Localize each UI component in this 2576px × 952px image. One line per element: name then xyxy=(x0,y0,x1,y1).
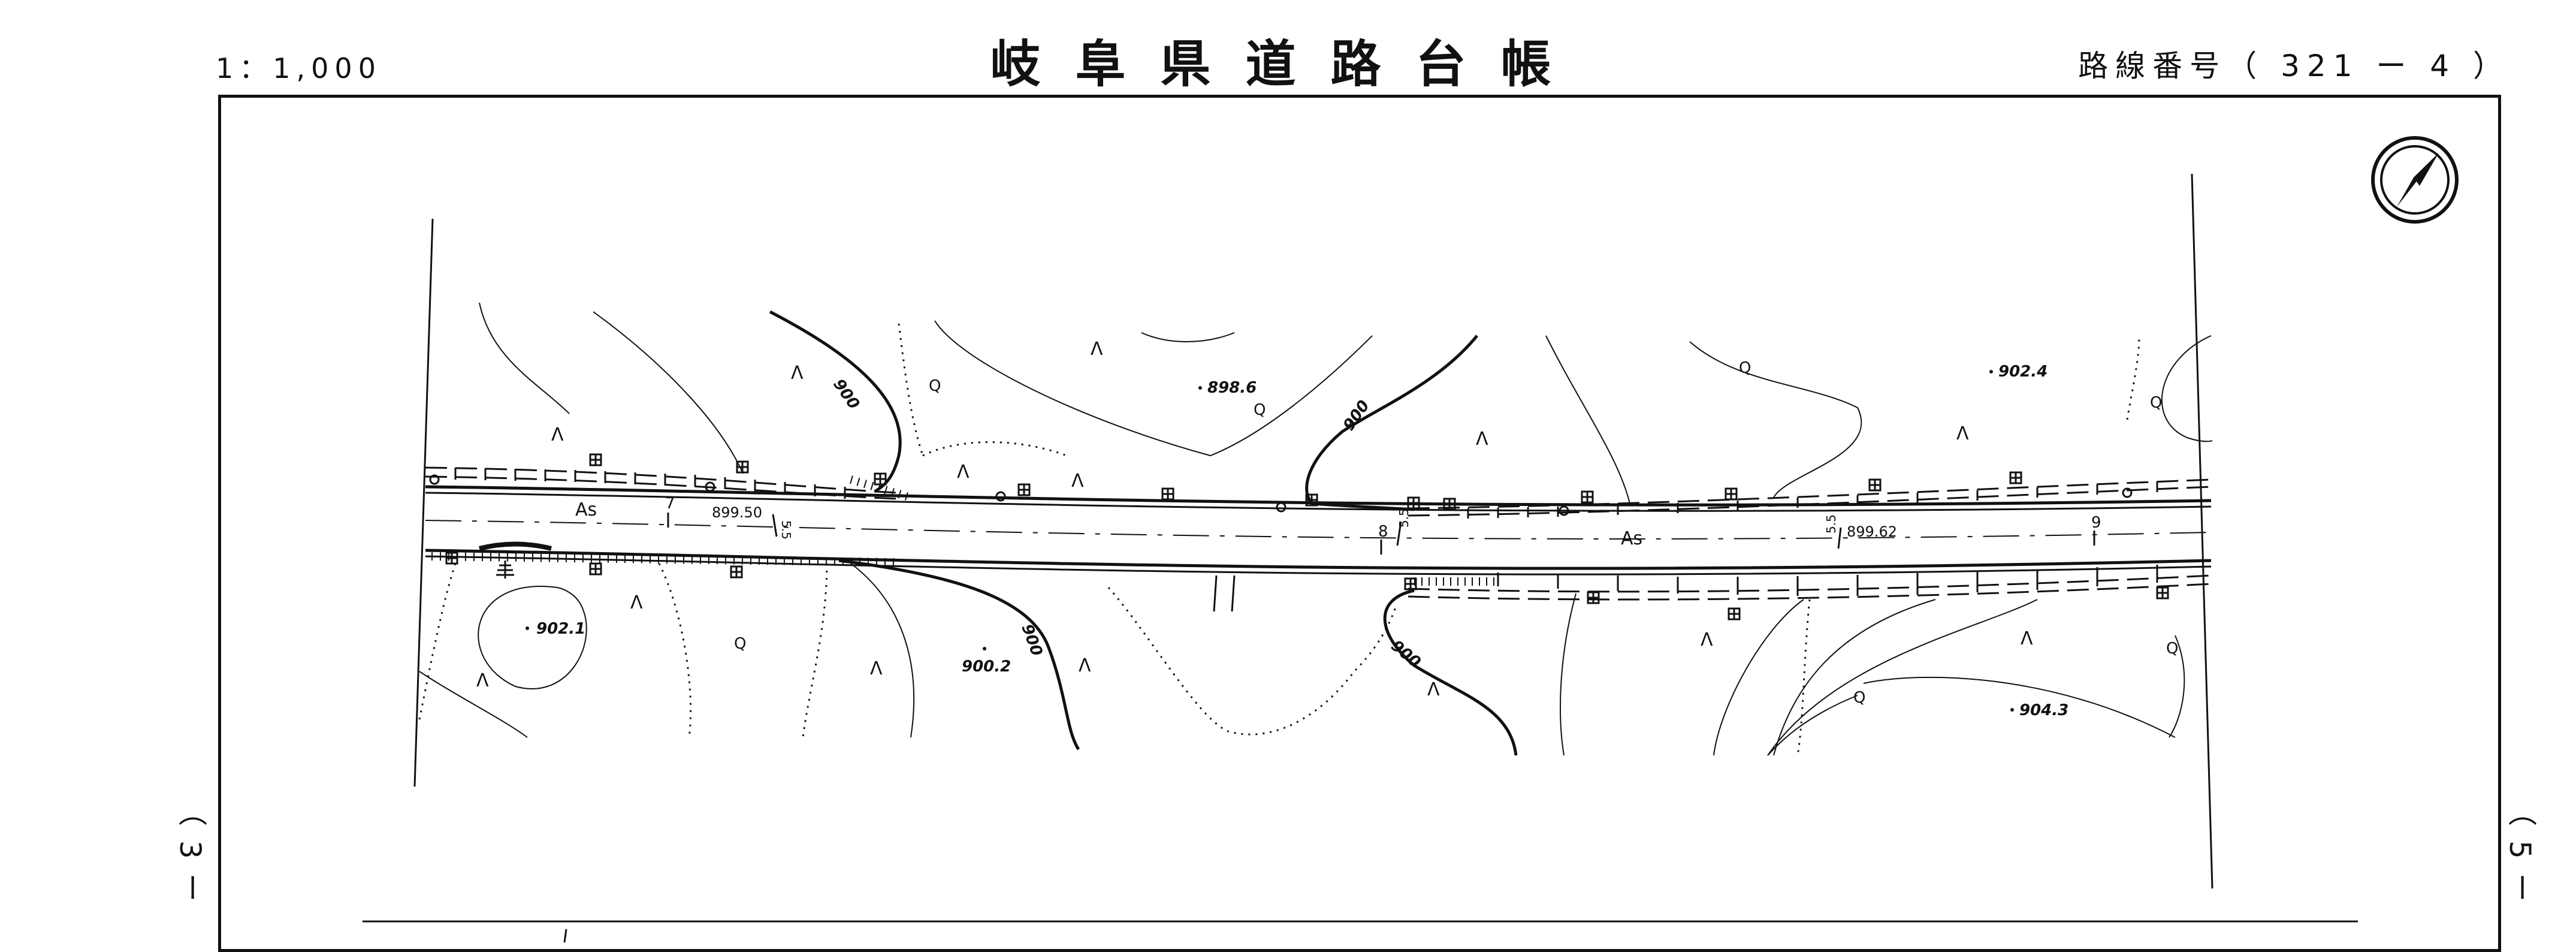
svg-text:Λ: Λ xyxy=(1427,679,1440,700)
svg-text:Q: Q xyxy=(1853,689,1865,707)
svg-text:Λ: Λ xyxy=(630,592,643,613)
conifer-icon xyxy=(496,561,514,579)
road-width: 5.5 xyxy=(1397,508,1411,528)
station-label: 9 xyxy=(2091,514,2101,532)
svg-text:Λ: Λ xyxy=(476,670,489,691)
road-surface-label: As xyxy=(575,499,597,520)
svg-text:Λ: Λ xyxy=(791,363,804,384)
svg-text:Λ: Λ xyxy=(551,424,564,445)
index-contours xyxy=(769,310,1518,756)
map-title: 岐阜県道路台帳 xyxy=(990,34,1586,94)
svg-text:Q: Q xyxy=(734,635,746,653)
spot-height: 902.4 xyxy=(1998,363,2047,381)
road-surface-label: As xyxy=(1621,528,1642,549)
vegetation-boundaries xyxy=(418,323,2140,756)
contour-label: 900 xyxy=(1017,622,1046,658)
retaining-wall-ticks xyxy=(454,468,2158,596)
svg-text:Λ: Λ xyxy=(1476,429,1488,450)
svg-text:Q: Q xyxy=(1254,401,1266,419)
grass-symbol-icon: Λ Λ Λ Λ Λ Λ Λ Λ Λ Λ Λ Λ Λ Λ xyxy=(476,339,2033,700)
svg-text:Λ: Λ xyxy=(1956,423,1969,444)
station-label: 7 xyxy=(665,495,675,513)
svg-text:Q: Q xyxy=(929,377,941,395)
utility-box-icon xyxy=(445,453,2169,620)
broadleaf-tree-icon: Q Q Q Q Q Q Q xyxy=(734,359,2178,707)
station-label: 8 xyxy=(1378,523,1388,541)
svg-text:Λ: Λ xyxy=(1701,629,1713,650)
svg-text:Λ: Λ xyxy=(2021,628,2033,649)
road-width: 5.5 xyxy=(779,520,793,540)
svg-text:Λ: Λ xyxy=(870,658,883,679)
road-elevation: 899.62 xyxy=(1847,523,1897,540)
contour-lines xyxy=(419,302,2213,756)
svg-text:Q: Q xyxy=(2166,640,2178,658)
map-scale: 1：1,000 xyxy=(216,52,382,85)
sheet-boundary-left xyxy=(413,218,434,787)
adjacent-sheet-right: （5ー xyxy=(2503,797,2536,917)
svg-text:Λ: Λ xyxy=(1091,339,1103,360)
adjacent-sheet-left: （3ー xyxy=(173,797,207,917)
spot-height: 898.6 xyxy=(1207,379,1257,397)
road-elevation: 899.50 xyxy=(712,504,762,521)
drainage xyxy=(1213,575,1236,612)
svg-text:Q: Q xyxy=(1739,359,1751,377)
route-number: 路線番号（ 321 ー 4 ） xyxy=(2078,49,2510,83)
pole-icon xyxy=(429,474,2133,516)
north-arrow-icon xyxy=(2371,136,2459,224)
svg-text:Q: Q xyxy=(2150,394,2162,412)
svg-text:Λ: Λ xyxy=(1071,471,1084,492)
road-edges xyxy=(425,466,2212,601)
sheet-boundary-right xyxy=(2191,173,2213,889)
contour-label: 900 xyxy=(829,376,863,413)
road-width: 5.5 xyxy=(1824,514,1838,534)
spot-height: 904.3 xyxy=(2019,701,2068,719)
spot-height: 902.1 xyxy=(536,620,585,638)
spot-height: 900.2 xyxy=(962,658,1011,676)
svg-text:Λ: Λ xyxy=(1079,655,1091,676)
svg-text:Λ: Λ xyxy=(957,462,970,483)
